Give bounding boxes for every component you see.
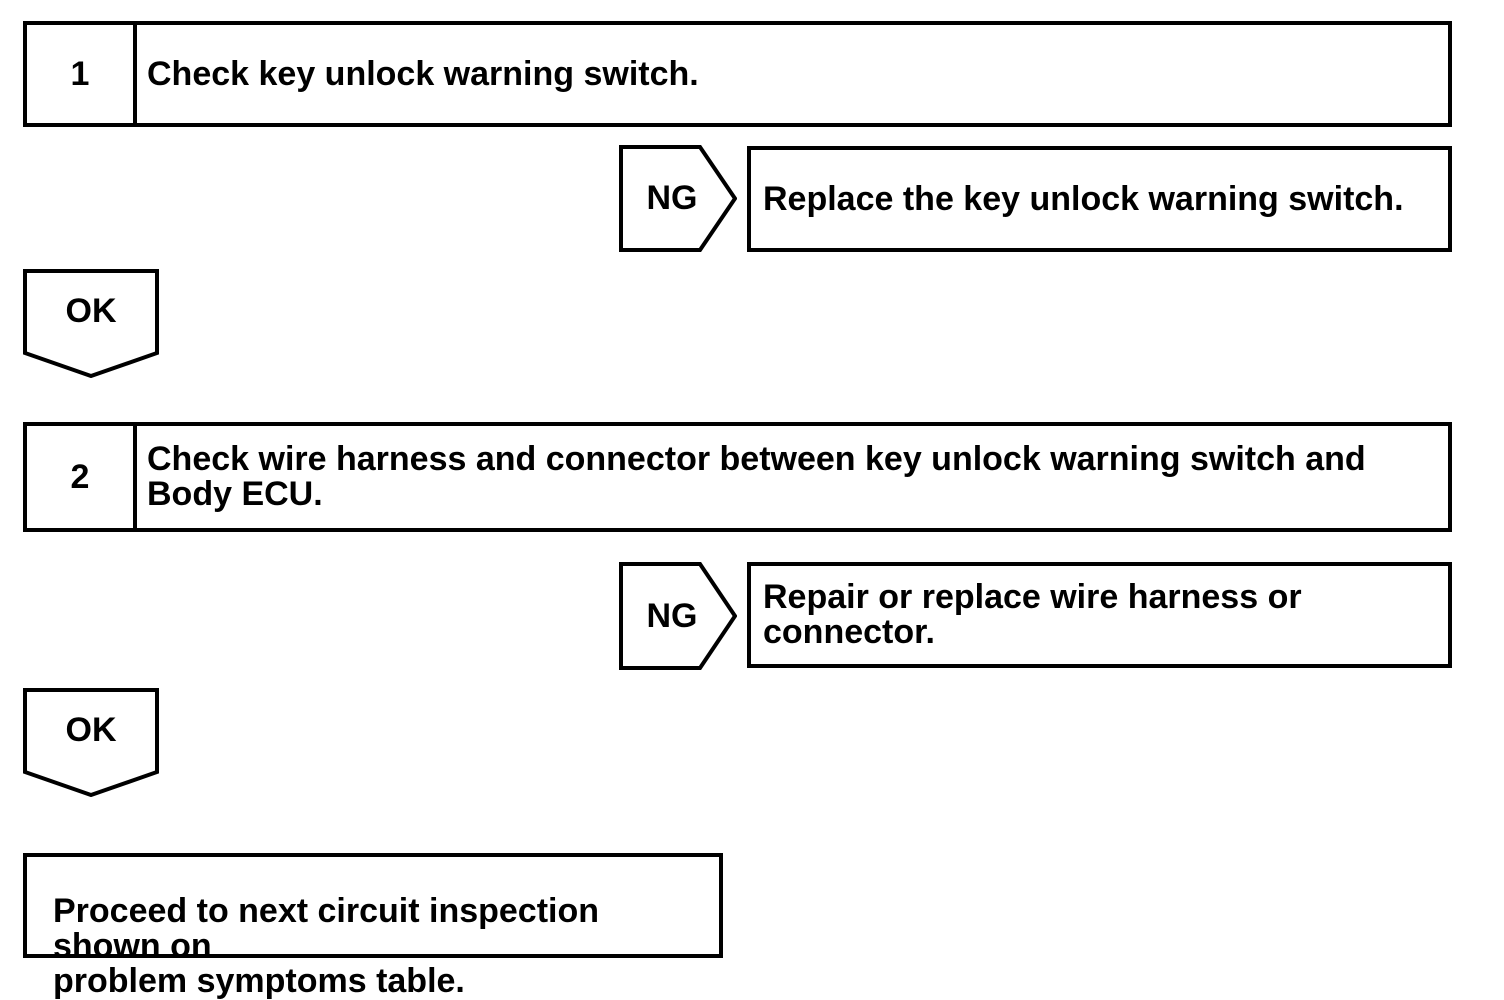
- step-1-number: 1: [70, 54, 90, 93]
- conclusion-box: Proceed to next circuit inspection shown…: [23, 853, 723, 999]
- ok-1-label: OK: [65, 291, 117, 330]
- ok-pentagon-icon: [23, 688, 159, 797]
- step-2-instruction: Check wire harness and connector between…: [147, 440, 1366, 513]
- ok-2-label: OK: [65, 710, 117, 749]
- step-2-number-cell: 2: [27, 426, 137, 528]
- step-2-box: 2 Check wire harness and connector betwe…: [23, 422, 1452, 532]
- ng-chevron-icon: [619, 562, 737, 670]
- ng-2-action-box: Repair or replace wire harness or connec…: [747, 562, 1452, 668]
- ng-1-action-text: Replace the key unlock warning switch.: [763, 179, 1404, 218]
- ok-1-connector: OK: [23, 269, 159, 378]
- ng-2-action-text: Repair or replace wire harness or connec…: [763, 578, 1302, 651]
- ng-2-label: NG: [646, 596, 698, 635]
- ng-1-label: NG: [646, 179, 698, 217]
- ng-1-action-box: Replace the key unlock warning switch.: [747, 146, 1452, 252]
- ok-2-connector: OK: [23, 688, 159, 797]
- step-2-number: 2: [70, 457, 90, 496]
- step-1-box: 1 Check key unlock warning switch.: [23, 21, 1452, 127]
- ng-chevron-icon: [619, 145, 737, 252]
- ng-2-connector: NG: [619, 562, 737, 670]
- conclusion-text: Proceed to next circuit inspection shown…: [53, 892, 600, 1000]
- ng-1-connector: NG: [619, 145, 737, 252]
- step-1-instruction: Check key unlock warning switch.: [147, 54, 699, 93]
- step-1-number-cell: 1: [27, 25, 137, 123]
- ok-pentagon-icon: [23, 269, 159, 378]
